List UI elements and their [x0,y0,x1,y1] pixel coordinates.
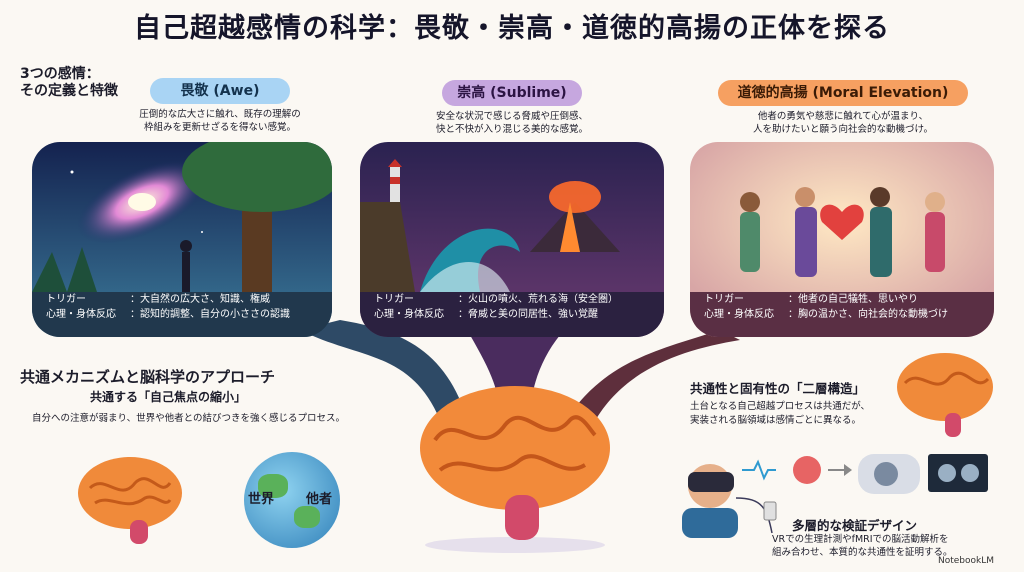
verification-description: VRでの生理計測やfMRIでの脳活動解析を 組み合わせ、本質的な共通性を証明する… [772,534,953,558]
structure-heading: 共通性と固有性の「二層構造」 [690,381,866,396]
galaxy-icon [77,160,207,244]
sublime-card: トリガー：火山の噴火、荒れる海（安全圏） 心理・身体反応：脅威と美の同居性、強い… [360,142,664,337]
brain-icon [78,457,182,544]
structure-description: 土台となる自己超越プロセスは共通だが、 実装される脳領域は感情ごとに異なる。 [690,401,871,426]
verification-illustration [682,454,988,538]
moral-elevation-description: 他者の勇気や慈悲に触れて心が温まり、 人を助けたいと願う向社会的な動機づけ。 [752,111,934,135]
moral-elevation-card: トリガー：他者の自己犠牲、思いやり 心理・身体反応：胸の温かさ、向社会的な動機づ… [690,142,994,337]
mechanism-subheading: 共通する「自己焦点の縮小」 [90,390,247,404]
awe-card: トリガー：大自然の広大さ、知識、権威 心理・身体反応：認知的調整、自分の小ささの… [32,142,332,337]
awe-pill: 畏敬 (Awe) [150,78,290,104]
awe-illustration [32,142,332,337]
globe-label-others: 他者 [306,492,333,507]
verification-heading: 多層的な検証デザイン [792,518,918,533]
central-brain-icon [420,386,610,553]
heart-icon [820,204,864,240]
mechanism-description: 自分への注意が弱まり、世界や他者との結びつきを強く感じるプロセス。 [32,413,346,424]
moral-elevation-details: トリガー：他者の自己犠牲、思いやり 心理・身体反応：胸の温かさ、向社会的な動機づ… [704,294,948,320]
sublime-details: トリガー：火山の噴火、荒れる海（安全圏） 心理・身体反応：脅威と美の同居性、強い… [374,294,618,320]
mri-brain-profile-icon [793,456,821,484]
mri-scanner-icon [858,454,920,494]
sublime-description: 安全な状況で感じる脅威や圧倒感、 快と不快が入り混じる美的な感覚。 [435,111,588,135]
sublime-pill: 崇高 (Sublime) [442,80,582,106]
emotions-section-heading: 3つの感情： その定義と特徴 [20,66,118,99]
structure-brain-icon [897,353,993,437]
mechanism-heading: 共通メカニズムと脳科学のアプローチ [20,368,276,386]
page-title: 自己超越感情の科学：畏敬・崇高・道徳的高揚の正体を探る [134,13,890,44]
moral-elevation-pill: 道徳的高揚 (Moral Elevation) [718,80,968,106]
volcano-icon [530,181,620,252]
globe-icon [244,452,340,548]
vr-headset-icon [682,464,738,538]
awe-description: 圧倒的な広大さに触れ、既存の理解の 枠組みを更新せざるを得ない感覚。 [139,109,301,133]
globe-label-world: 世界 [248,492,275,507]
sublime-illustration [360,142,664,337]
moral-elevation-illustration [690,142,994,337]
lighthouse-icon [388,159,402,202]
awe-details: トリガー：大自然の広大さ、知識、権威 心理・身体反応：認知的調整、自分の小ささの… [46,294,290,320]
monitor-icon [928,454,988,492]
brand-label: NotebookLM [938,556,995,566]
